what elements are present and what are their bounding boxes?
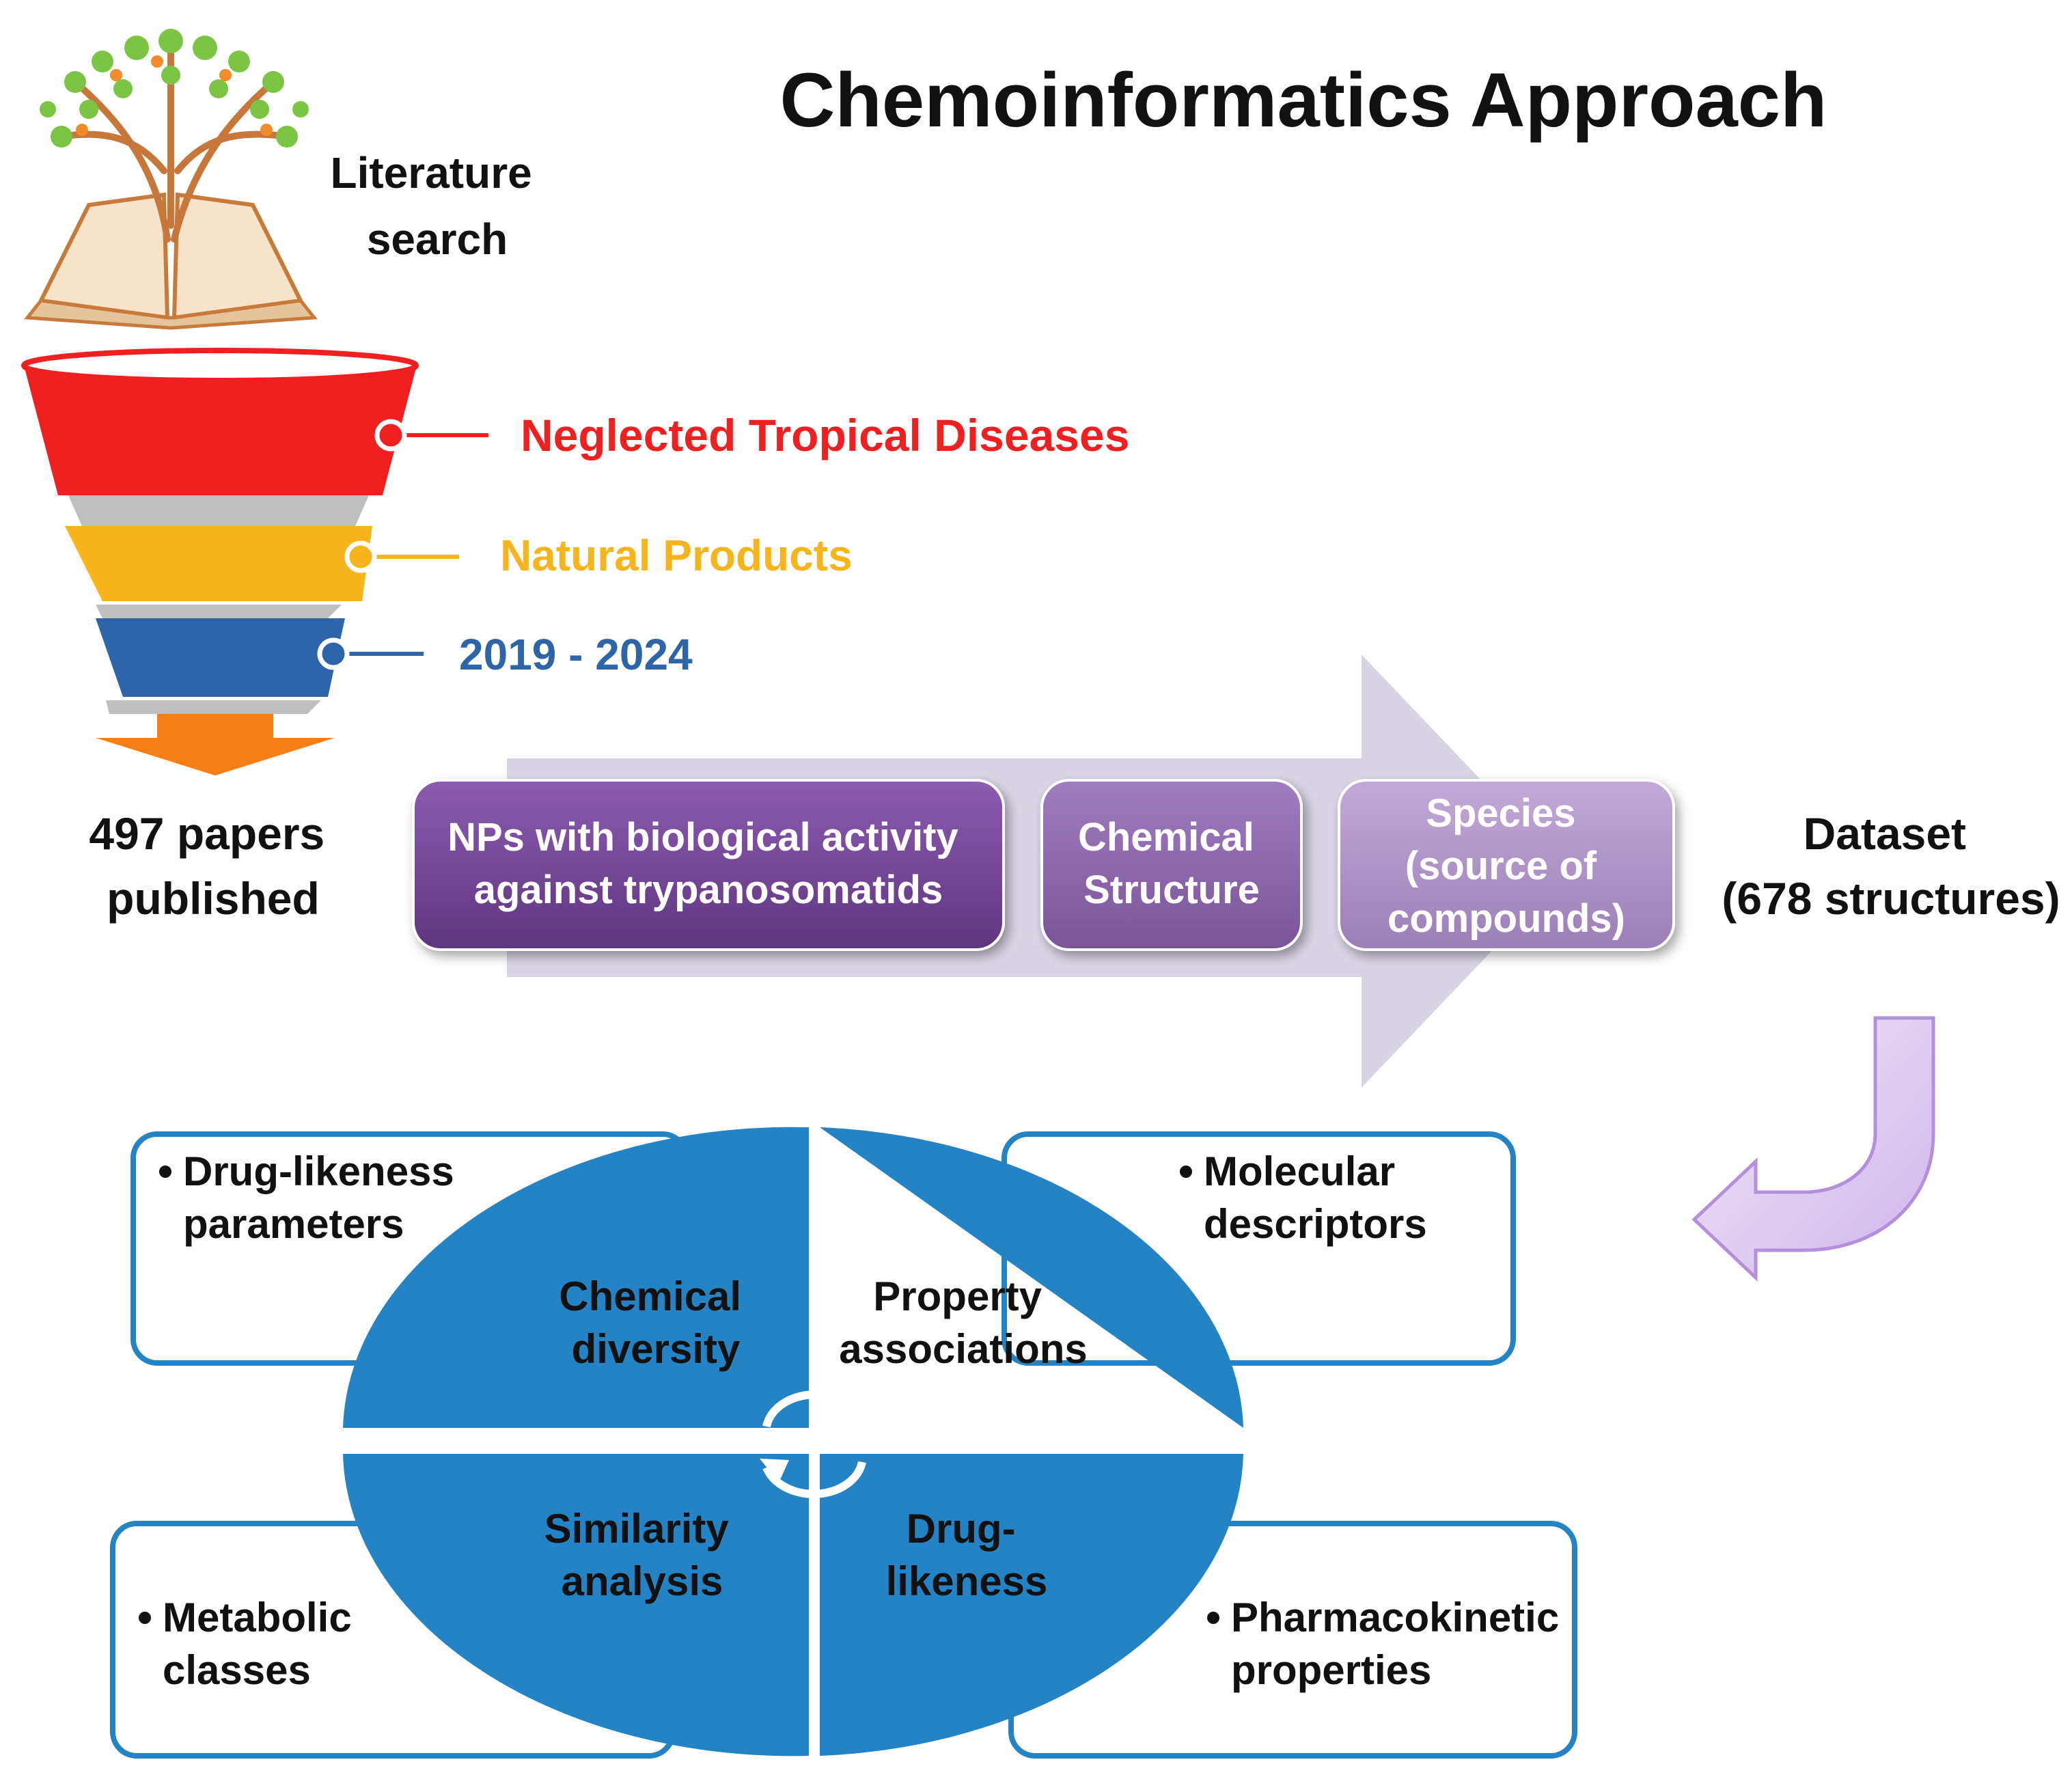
- quadrant-label-property-associations: Property associations: [839, 1273, 1088, 1372]
- funnel-label-natural-products: Natural Products: [500, 531, 853, 580]
- return-arrow: [1691, 1016, 1935, 1282]
- pipeline-box-structure: [1040, 779, 1303, 951]
- note-pharmacokinetic-properties: Pharmacokinetic properties: [1207, 1595, 1571, 1693]
- literature-search-label: Literature search: [331, 148, 544, 264]
- pipeline-box-species: [1338, 779, 1675, 951]
- funnel-label-ntd-group: Neglected Tropical Diseases: [374, 410, 1129, 460]
- bullet-icon: [139, 1612, 151, 1624]
- analysis-ellipse: [343, 1127, 1243, 1757]
- quadrant-chemical-diversity: [343, 1127, 809, 1428]
- dataset-label: Dataset (678 structures): [1722, 808, 2060, 924]
- pipeline-arrow: [507, 655, 1568, 1088]
- note-molecular-descriptors: Molecular descriptors: [1180, 1148, 1427, 1247]
- pipeline-box-activity-text: NPs with biological activity against try…: [447, 815, 969, 912]
- pipeline-box-structure-text: Chemical Structure: [1078, 815, 1265, 912]
- pipeline-box-species-text: Species (source of compounds): [1387, 791, 1625, 941]
- svg-text:Metabolic classes: Metabolic classes: [163, 1595, 363, 1693]
- papers-count-label: 497 papers published: [89, 808, 337, 924]
- cycle-arrows-icon: [760, 1390, 868, 1498]
- bullet-icon: [1180, 1166, 1192, 1178]
- note-drug-likeness-parameters: Drug-likeness parameters: [159, 1148, 465, 1247]
- funnel-layer-ntd: [24, 366, 417, 495]
- funnel-output-arrow: [96, 714, 335, 775]
- svg-text:Pharmacokinetic prop: Pharmacokinetic properties: [1231, 1595, 1571, 1693]
- funnel-label-years-group: 2019 - 2024: [317, 630, 693, 679]
- funnel-layer-years: [96, 618, 345, 697]
- literature-funnel: [21, 348, 419, 775]
- quadrant-similarity-analysis: [343, 1454, 809, 1757]
- pipeline-box-activity: [412, 779, 1005, 951]
- note-metabolic-classes: Metabolic classes: [139, 1595, 363, 1693]
- book-tree-icon: [24, 29, 318, 330]
- funnel-label-years: 2019 - 2024: [459, 630, 693, 679]
- svg-text:Molecular descriptor: Molecular descriptors: [1204, 1148, 1427, 1247]
- funnel-layer-natural-products: [65, 526, 372, 601]
- quadrant-label-drug-likeness: Drug- likeness: [886, 1506, 1048, 1604]
- diagram-title: Chemoinformatics Approach: [780, 57, 1827, 143]
- svg-text:Drug-likeness parame: Drug-likeness parameters: [183, 1148, 465, 1247]
- funnel-label-ntd: Neglected Tropical Diseases: [521, 410, 1129, 460]
- bullet-icon: [159, 1166, 171, 1178]
- funnel-rim: [21, 348, 419, 383]
- quadrant-drug-likeness: [820, 1454, 1243, 1756]
- quadrant-label-chemical-diversity: Chemical diversity: [559, 1273, 752, 1372]
- funnel-label-np-group: Natural Products: [344, 531, 853, 580]
- bullet-icon: [1207, 1612, 1219, 1624]
- quadrant-label-similarity-analysis: Similarity analysis: [544, 1506, 741, 1604]
- quadrant-property-associations: [820, 1127, 1243, 1428]
